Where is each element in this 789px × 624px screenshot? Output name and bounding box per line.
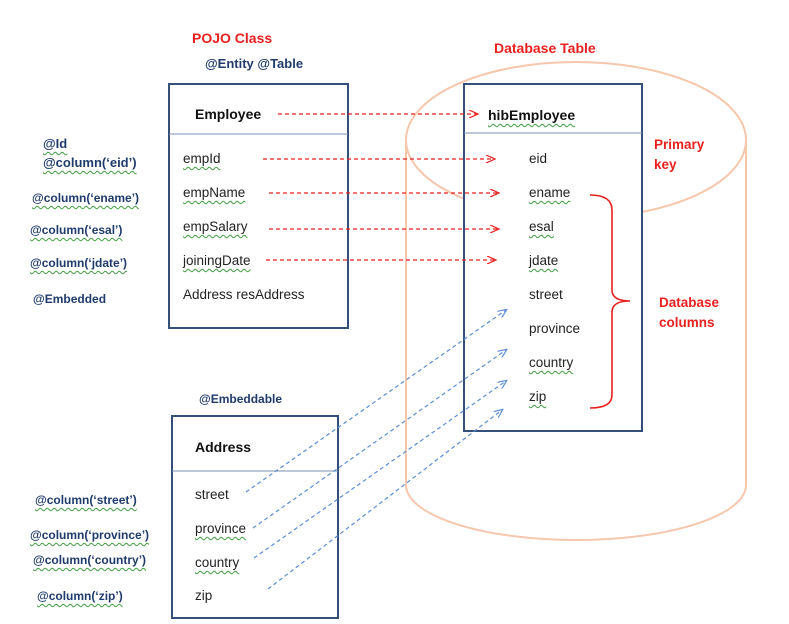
column-jdate: jdate bbox=[529, 253, 559, 268]
database-columns-brace bbox=[589, 194, 631, 409]
column-country: country bbox=[529, 355, 574, 370]
arrow-country-to-country bbox=[253, 381, 506, 559]
address-field-country: country bbox=[195, 555, 240, 570]
annotation-column-ename: @column(‘ename’) bbox=[32, 191, 140, 205]
field-empsalary: empSalary bbox=[183, 219, 248, 234]
annotation-column-zip: @column(‘zip’) bbox=[37, 589, 123, 603]
database-columns-label: Database columns bbox=[659, 293, 719, 333]
annotation-column-jdate: @column(‘jdate’) bbox=[30, 256, 128, 270]
database-columns-label-line1: Database bbox=[659, 295, 720, 310]
annotation-column-country: @column(‘country’) bbox=[33, 553, 147, 567]
field-resaddress-text: Address resAddress bbox=[183, 287, 305, 302]
column-province: province bbox=[529, 321, 581, 336]
column-esal: esal bbox=[529, 219, 554, 234]
primary-key-label: Primary key bbox=[654, 135, 704, 175]
field-empname: empName bbox=[183, 185, 246, 200]
primary-key-label-line1: Primary bbox=[654, 137, 705, 152]
database-table-title: Database Table bbox=[494, 40, 596, 56]
annotation-column-street: @column(‘street’) bbox=[35, 493, 137, 507]
field-empid: empId bbox=[183, 151, 221, 166]
column-eid: eid bbox=[529, 151, 548, 166]
column-ename: ename bbox=[529, 185, 571, 200]
annotation-column-eid: @column(‘eid’) bbox=[43, 155, 137, 170]
address-class-name: Address bbox=[195, 439, 252, 455]
blue-mapping-arrows bbox=[245, 310, 506, 590]
annotation-embedded: @Embedded bbox=[33, 292, 107, 306]
address-field-province: province bbox=[195, 521, 247, 536]
database-columns-label-line2: columns bbox=[659, 315, 715, 330]
column-street: street bbox=[529, 287, 563, 302]
address-field-zip: zip bbox=[195, 588, 213, 603]
table-name: hibEmployee bbox=[488, 107, 576, 123]
annotation-column-esal: @column(‘esal’) bbox=[30, 223, 123, 237]
address-field-street: street bbox=[195, 487, 229, 502]
annotation-id: @Id bbox=[43, 136, 68, 151]
embeddable-annotation: @Embeddable bbox=[199, 392, 283, 406]
arrow-street-to-street bbox=[245, 310, 506, 493]
red-mapping-arrows bbox=[263, 114, 498, 260]
field-resaddress: Address resAddress bbox=[183, 288, 305, 302]
pojo-class-title: POJO Class bbox=[192, 30, 273, 46]
field-joiningdate: joiningDate bbox=[183, 253, 251, 268]
arrow-zip-to-zip bbox=[267, 410, 502, 590]
address-class-box bbox=[171, 415, 339, 619]
employee-class-box bbox=[168, 83, 349, 329]
annotation-column-province: @column(‘province’) bbox=[30, 528, 150, 542]
primary-key-label-line2: key bbox=[654, 157, 677, 172]
entity-table-annotation: @Entity @Table bbox=[205, 56, 304, 71]
employee-class-name: Employee bbox=[195, 106, 262, 122]
arrow-province-to-province bbox=[252, 350, 506, 529]
column-zip: zip bbox=[529, 389, 547, 404]
